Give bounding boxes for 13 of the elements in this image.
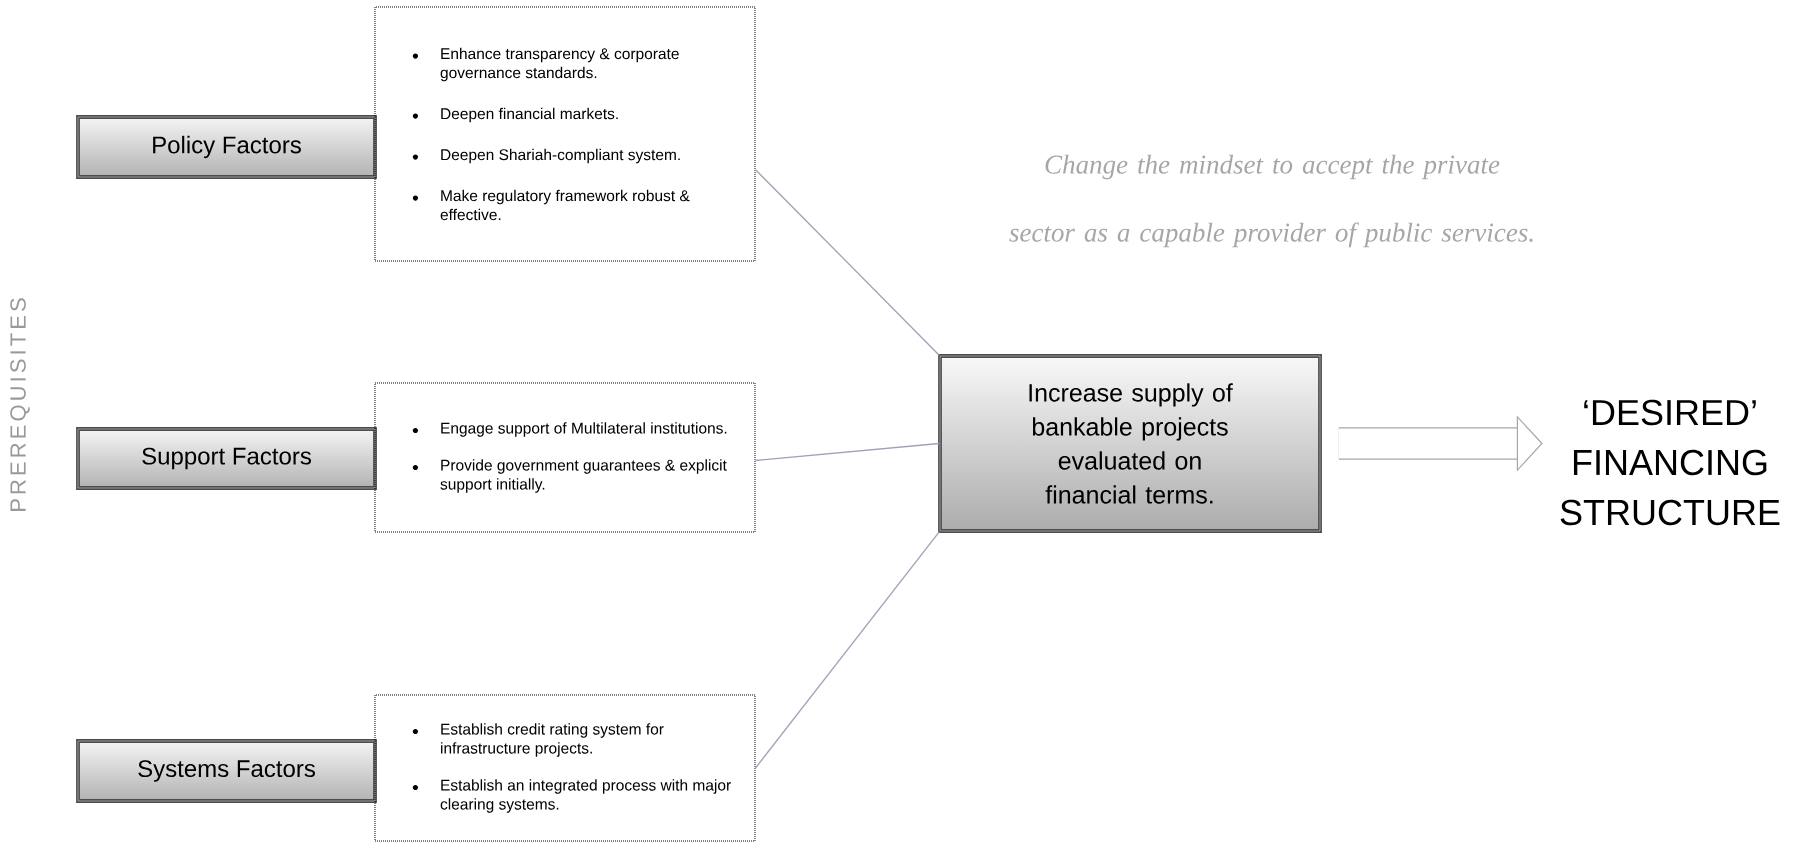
connector-line — [754, 531, 940, 769]
quote-text: Change the mindset to accept the private sector as a capable provider of public services. — [1009, 154, 1533, 248]
bullet-list-box: Establish credit rating system for infrastructure projects. Establish an integrated process with major clearing systems. — [374, 694, 756, 842]
process-box: Increase supply of bankable projects evaluated on financial terms. — [938, 354, 1322, 533]
outcome-text: ‘DESIRED’ FINANCING STRUCTURE — [1560, 399, 1780, 526]
connector-line — [754, 169, 940, 356]
bullet-list-box: Enhance transparency & corporate governance standards. Deepen financial markets. Deepen Shariah-compliant system. Make regulatory framework robust & effective. — [374, 6, 756, 262]
connector-line — [754, 442, 940, 462]
factor-box: Support Factors — [76, 427, 377, 490]
vertical-heading: PREREQUISITES — [10, 298, 30, 511]
factor-box: Policy Factors — [76, 115, 377, 179]
factor-box: Systems Factors — [76, 739, 377, 803]
bullet-list-box: Engage support of Multilateral institutions. Provide government guarantees & explicit support initially. — [374, 382, 756, 533]
